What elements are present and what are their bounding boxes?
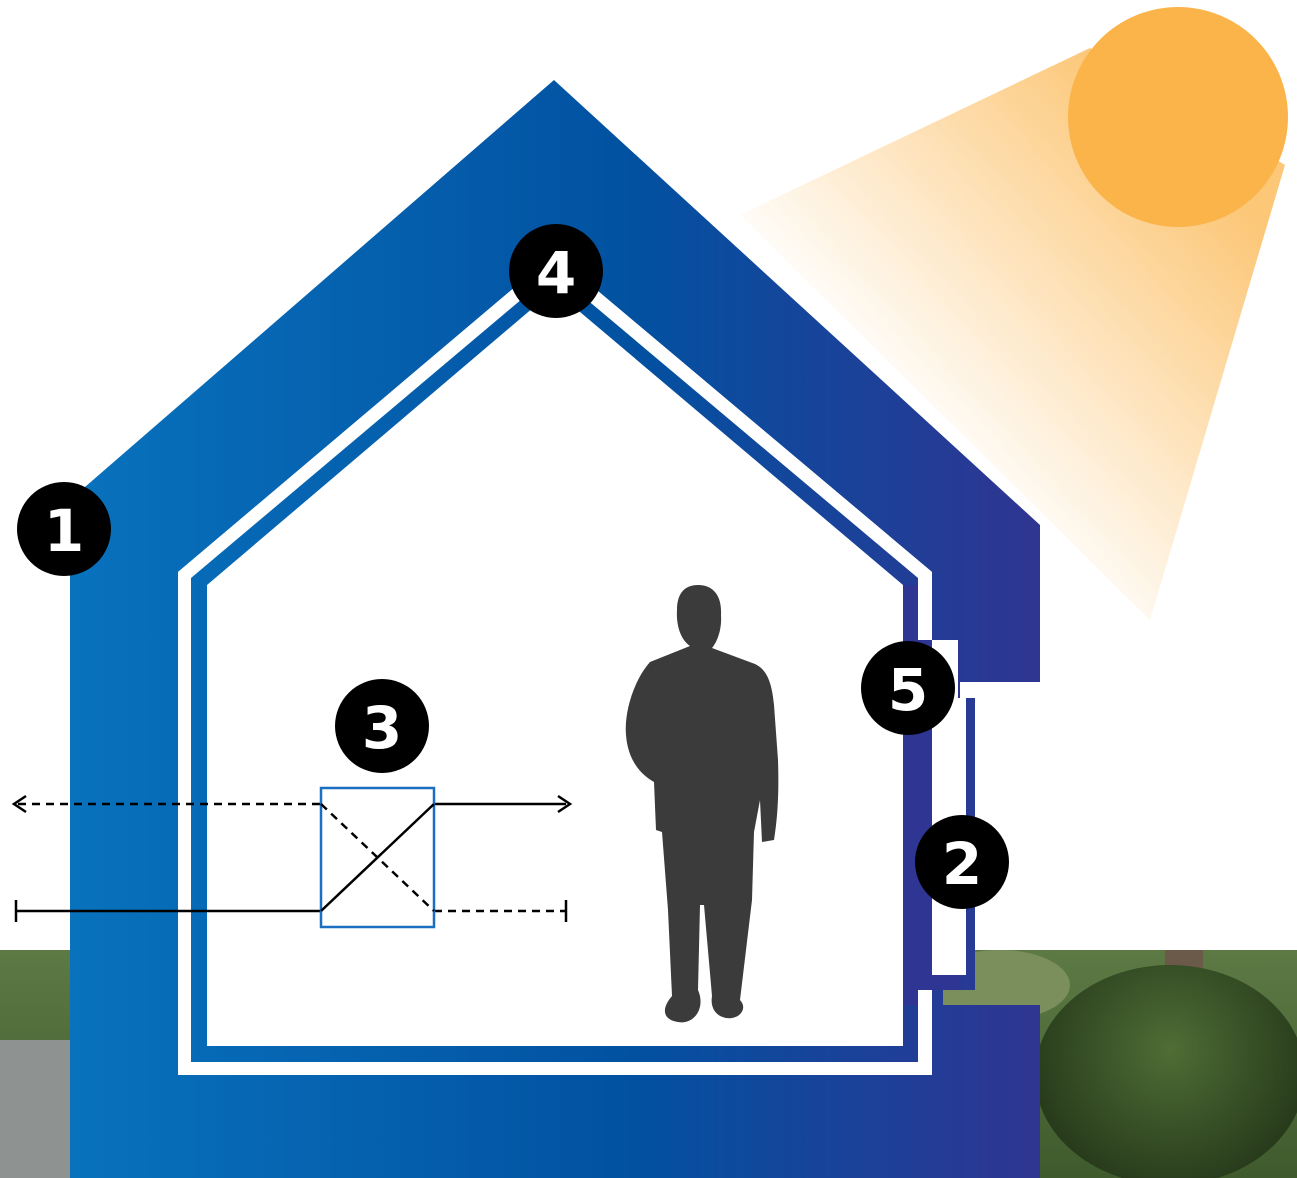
ventilation-system — [11, 786, 573, 929]
left-grass — [0, 950, 72, 1040]
right-bush — [1035, 965, 1297, 1178]
person-silhouette-icon — [625, 585, 779, 1023]
marker-3-bg — [335, 679, 429, 773]
background-scenery — [0, 950, 1297, 1178]
supply-arrowhead — [557, 794, 573, 814]
exchanger-dashed-diagonal — [320, 803, 435, 912]
marker-3: 3 — [335, 679, 429, 773]
marker-4: 4 — [509, 224, 603, 318]
gravel-path — [0, 1040, 72, 1178]
marker-4-bg — [509, 224, 603, 318]
marker-5: 5 — [861, 641, 955, 735]
marker-3-label: 3 — [362, 694, 402, 762]
marker-1: 1 — [17, 482, 111, 576]
sun-group — [740, 7, 1288, 620]
marker-5-label: 5 — [888, 656, 928, 724]
marker-4-label: 4 — [536, 239, 576, 307]
exhaust-arrowhead — [11, 794, 27, 814]
marker-2: 2 — [915, 815, 1009, 909]
house-outer-envelope — [70, 80, 1040, 1178]
marker-1-label: 1 — [44, 497, 84, 565]
marker-5-bg — [861, 641, 955, 735]
marker-1-bg — [17, 482, 111, 576]
marker-2-bg — [915, 815, 1009, 909]
marker-2-label: 2 — [942, 830, 982, 898]
sun-icon — [1068, 7, 1288, 227]
